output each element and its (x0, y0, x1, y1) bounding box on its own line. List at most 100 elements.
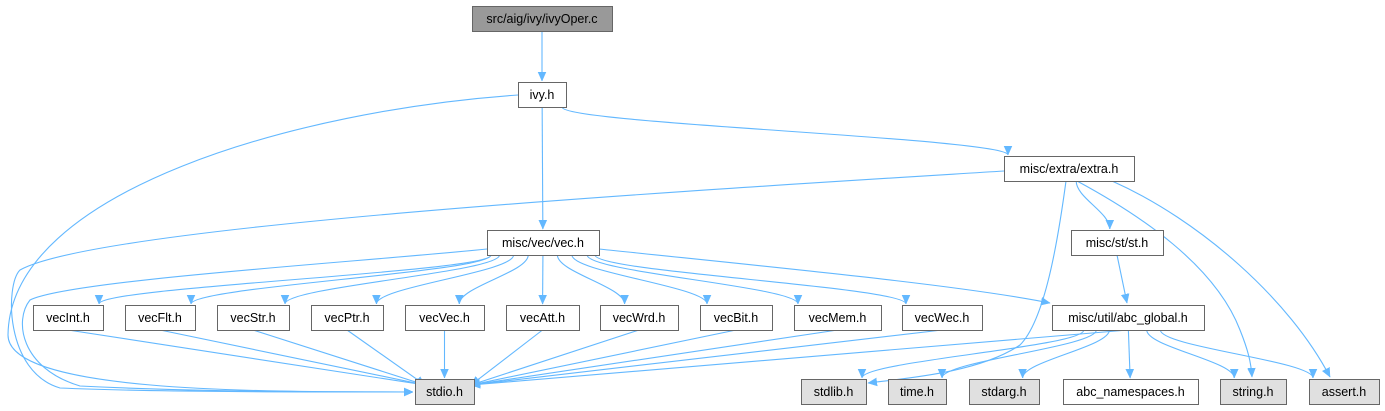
edge-st-to-abc_global (1116, 254, 1127, 303)
node-vecPtr[interactable]: vecPtr.h (311, 305, 384, 331)
node-box-stdarg (969, 379, 1040, 405)
edge-abc_global-to-stdlib (862, 329, 1085, 378)
node-box-abc_global (1052, 305, 1205, 331)
edge-vecFlt-to-stdio (159, 329, 425, 385)
edge-ivy-to-stdio (7, 94, 519, 392)
edge-vecWec-to-stdio (471, 329, 943, 385)
node-box-vecWrd (600, 305, 679, 331)
node-root[interactable]: src/aig/ivy/ivyOper.c (472, 6, 613, 32)
node-box-string (1220, 379, 1287, 405)
node-label-vecInt: vecInt.h (46, 311, 90, 325)
node-box-assert (1309, 379, 1380, 405)
node-label-assert: assert.h (1322, 385, 1367, 399)
edge-vec-to-abc_global (598, 248, 1050, 303)
edge-vecStr-to-stdio (252, 329, 425, 385)
node-time[interactable]: time.h (888, 379, 947, 405)
node-box-st (1071, 230, 1164, 256)
node-box-vecPtr (311, 305, 384, 331)
edge-vecInt-to-stdio (67, 329, 425, 385)
node-box-stdlib (801, 379, 867, 405)
node-vecFlt[interactable]: vecFlt.h (125, 305, 196, 331)
node-label-vecWec: vecWec.h (915, 311, 970, 325)
node-string[interactable]: string.h (1220, 379, 1287, 405)
edge-ivy-to-vec (542, 106, 543, 229)
edge-vec-to-vecWrd (556, 254, 624, 304)
node-stdio[interactable]: stdio.h (415, 379, 475, 405)
edge-extra-to-assert (1111, 180, 1331, 377)
node-label-vecStr: vecStr.h (230, 311, 275, 325)
node-st[interactable]: misc/st/st.h (1071, 230, 1164, 256)
node-box-vecStr (217, 305, 290, 331)
node-label-root: src/aig/ivy/ivyOper.c (486, 12, 597, 26)
node-vecMem[interactable]: vecMem.h (794, 305, 882, 331)
node-vecBit[interactable]: vecBit.h (700, 305, 773, 331)
edge-vecMem-to-stdio (471, 329, 838, 385)
node-layer: src/aig/ivy/ivyOper.c ivy.h misc/extra/ext… (33, 6, 1380, 405)
edge-abc_global-to-stdio (471, 329, 1129, 385)
node-label-vecAtt: vecAtt.h (520, 311, 565, 325)
node-box-vecInt (33, 305, 104, 331)
node-label-ivy: ivy.h (530, 88, 555, 102)
edge-vec-to-stdio (21, 248, 488, 392)
node-assert[interactable]: assert.h (1309, 379, 1380, 405)
node-label-vecVec: vecVec.h (419, 311, 470, 325)
node-box-vecBit (700, 305, 773, 331)
edge-vec-to-vecBit (571, 254, 707, 304)
node-box-ivy (518, 82, 567, 108)
node-label-vec: misc/vec/vec.h (502, 236, 584, 250)
edge-abc_global-to-assert (1159, 329, 1313, 378)
node-label-abc_namespaces: abc_namespaces.h (1076, 385, 1184, 399)
node-label-st: misc/st/st.h (1086, 236, 1149, 250)
node-box-extra (1004, 156, 1135, 182)
node-label-vecBit: vecBit.h (714, 311, 759, 325)
edge-vecBit-to-stdio (471, 329, 737, 385)
node-box-root (472, 6, 613, 32)
edge-vec-to-vecWec (594, 254, 906, 304)
node-box-vecVec (405, 305, 485, 331)
edge-vec-to-vecInt (99, 254, 492, 304)
edge-vec-to-vecFlt (191, 254, 492, 304)
edge-abc_global-to-abc_namespaces (1128, 329, 1130, 378)
node-stdarg[interactable]: stdarg.h (969, 379, 1040, 405)
edge-vecWrd-to-stdio (471, 329, 640, 385)
node-box-vecFlt (125, 305, 196, 331)
node-box-vec (487, 230, 600, 256)
node-vec[interactable]: misc/vec/vec.h (487, 230, 600, 256)
node-vecAtt[interactable]: vecAtt.h (506, 305, 580, 331)
edge-abc_global-to-string (1146, 329, 1235, 378)
node-extra[interactable]: misc/extra/extra.h (1004, 156, 1135, 182)
edge-extra-to-stdio (11, 170, 1005, 392)
edge-extra-to-st (1075, 180, 1110, 229)
node-box-stdio (415, 379, 475, 405)
node-vecStr[interactable]: vecStr.h (217, 305, 290, 331)
node-box-abc_namespaces (1063, 379, 1199, 405)
edge-vecAtt-to-stdio (471, 329, 543, 386)
edge-vec-to-vecMem (586, 254, 798, 304)
node-vecWec[interactable]: vecWec.h (902, 305, 983, 331)
node-label-vecWrd: vecWrd.h (613, 311, 666, 325)
node-abc_namespaces[interactable]: abc_namespaces.h (1063, 379, 1199, 405)
edge-abc_global-to-time (942, 329, 1097, 378)
node-vecInt[interactable]: vecInt.h (33, 305, 104, 331)
node-label-stdarg: stdarg.h (981, 385, 1026, 399)
edge-vec-to-vecVec (459, 254, 529, 304)
node-vecVec[interactable]: vecVec.h (405, 305, 485, 331)
node-label-string: string.h (1233, 385, 1274, 399)
node-stdlib[interactable]: stdlib.h (801, 379, 867, 405)
node-label-vecPtr: vecPtr.h (324, 311, 369, 325)
node-abc_global[interactable]: misc/util/abc_global.h (1052, 305, 1205, 331)
node-ivy[interactable]: ivy.h (518, 82, 567, 108)
edge-vec-to-vecStr (285, 254, 501, 304)
node-label-extra: misc/extra/extra.h (1020, 162, 1119, 176)
node-box-vecMem (794, 305, 882, 331)
edge-vecPtr-to-stdio (346, 329, 425, 386)
edge-layer (7, 31, 1331, 392)
node-label-vecMem: vecMem.h (809, 311, 867, 325)
edge-extra-to-string (1076, 180, 1252, 377)
node-vecWrd[interactable]: vecWrd.h (600, 305, 679, 331)
node-label-stdlib: stdlib.h (814, 385, 854, 399)
node-label-stdio: stdio.h (426, 385, 463, 399)
node-label-abc_global: misc/util/abc_global.h (1068, 311, 1188, 325)
node-label-time: time.h (900, 385, 934, 399)
